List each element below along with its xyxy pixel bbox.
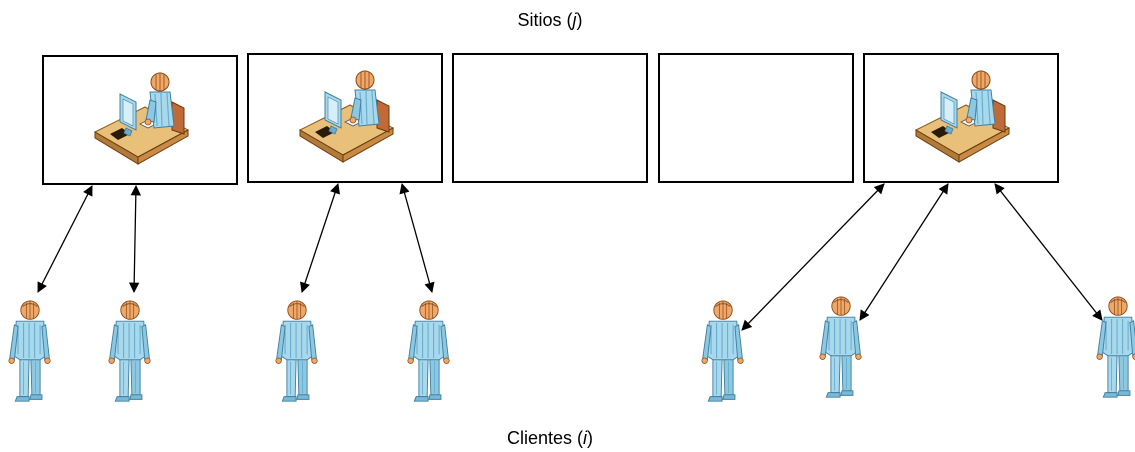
link-site-1-client-2 bbox=[128, 184, 142, 294]
link-site-5-client-5 bbox=[741, 183, 885, 331]
clients-label-text: Clientes ( bbox=[506, 428, 584, 448]
link-site-5-client-6 bbox=[859, 183, 949, 321]
client-5-person-icon bbox=[701, 300, 744, 402]
link-site-2-client-3 bbox=[300, 183, 340, 293]
link-site-1-client-1 bbox=[37, 185, 93, 293]
client-3-person-icon bbox=[275, 300, 318, 402]
links-layer bbox=[37, 182, 1103, 331]
link-site-5-client-7 bbox=[994, 183, 1103, 321]
clients-row bbox=[8, 296, 1135, 402]
clients-label-close: ) bbox=[587, 428, 594, 448]
client-4-person-icon bbox=[407, 300, 450, 402]
site-5-box bbox=[863, 53, 1059, 183]
client-2-person-icon bbox=[108, 300, 151, 402]
client-7-person-icon bbox=[1096, 296, 1135, 398]
site-3-box bbox=[452, 53, 648, 183]
site-4-frame bbox=[658, 53, 854, 183]
sites-row bbox=[42, 53, 1059, 185]
site-2-box bbox=[247, 53, 443, 183]
client-6-person-icon bbox=[819, 296, 862, 398]
client-1-person-icon bbox=[8, 300, 51, 402]
sites-label-var: j bbox=[572, 10, 577, 30]
link-site-2-client-4 bbox=[399, 182, 435, 294]
sites-label: Sitios (j) bbox=[0, 10, 1100, 31]
site-3-frame bbox=[452, 53, 648, 183]
clients-label: Clientes (i) bbox=[0, 428, 1100, 449]
sites-label-close: ) bbox=[576, 10, 583, 30]
site-1-box bbox=[42, 55, 238, 185]
sites-label-text: Sitios ( bbox=[517, 10, 573, 30]
clients-label-var: i bbox=[583, 428, 588, 448]
site-4-box bbox=[658, 53, 854, 183]
